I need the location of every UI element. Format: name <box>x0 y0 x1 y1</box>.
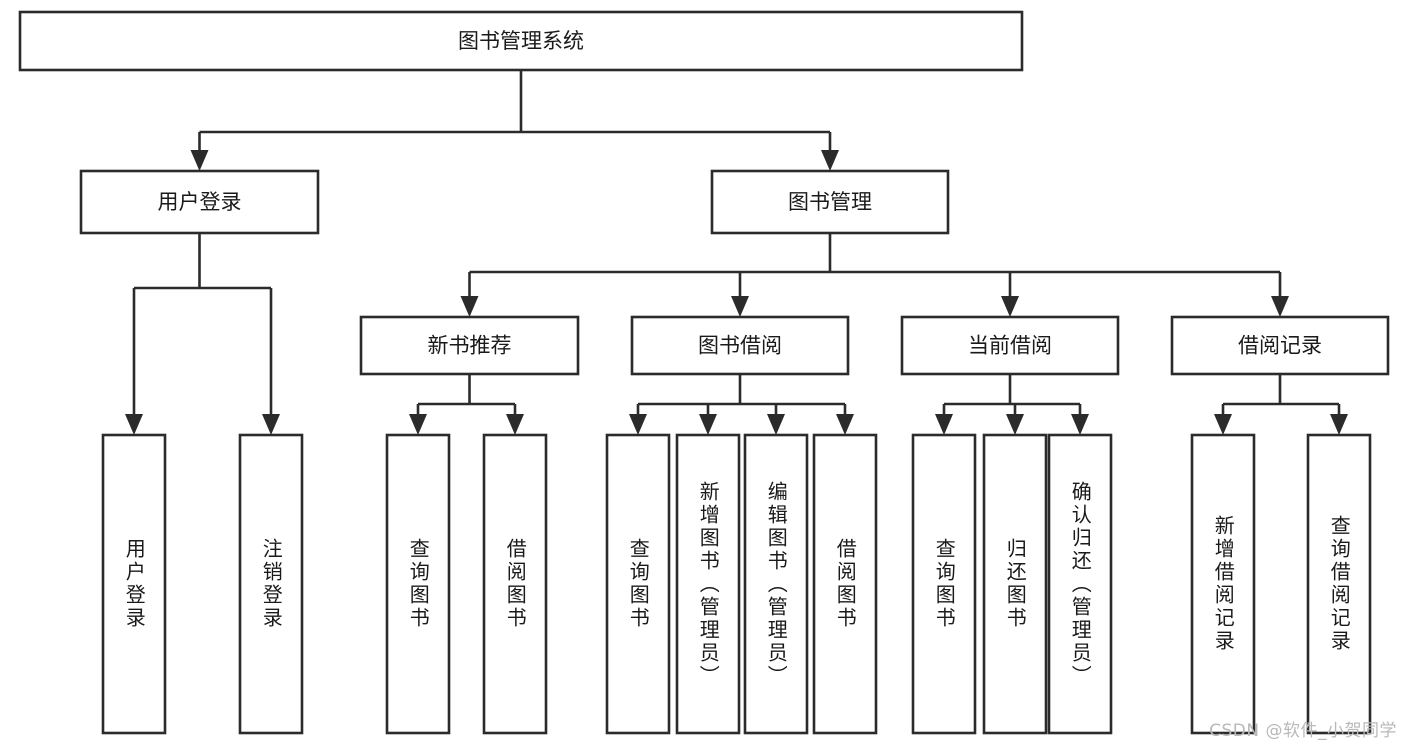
node-box-leaf-query-book-rec[interactable] <box>385 433 451 735</box>
node-box-root[interactable] <box>18 10 1024 72</box>
arrow-head <box>1271 296 1289 317</box>
node-label-book-borrow: 图书借阅 <box>698 334 782 358</box>
arrow-head <box>1006 414 1024 435</box>
arrow-head <box>1001 296 1019 317</box>
node-box-borrow-record[interactable] <box>1170 315 1390 376</box>
node-box-leaf-add-book[interactable] <box>675 433 741 735</box>
connector-book-borrow <box>629 374 854 435</box>
node-box-book-manage[interactable] <box>710 169 950 235</box>
arrow-head <box>1071 414 1089 435</box>
node-label-book-manage: 图书管理 <box>788 190 872 214</box>
node-box-leaf-query-book-bor[interactable] <box>605 433 671 735</box>
arrow-head <box>731 296 749 317</box>
node-box-current-borrow[interactable] <box>900 315 1120 376</box>
arrow-head <box>699 414 717 435</box>
node-box-layer <box>18 10 1390 735</box>
arrow-head <box>836 414 854 435</box>
arrow-head <box>935 414 953 435</box>
node-box-leaf-query-record[interactable] <box>1306 433 1372 735</box>
node-label-borrow-record: 借阅记录 <box>1238 334 1322 358</box>
node-box-leaf-borrow-book-bor[interactable] <box>812 433 878 735</box>
node-label-root: 图书管理系统 <box>458 29 584 53</box>
node-box-leaf-logout[interactable] <box>238 433 304 735</box>
arrow-head <box>506 414 524 435</box>
connector-new-book-rec <box>409 374 524 435</box>
connector-current-borrow <box>935 374 1089 435</box>
node-label-new-book-rec: 新书推荐 <box>428 334 512 358</box>
connector-user-login <box>125 233 280 435</box>
arrow-head <box>190 150 209 171</box>
arrow-head <box>262 414 280 435</box>
node-box-leaf-add-record[interactable] <box>1190 433 1256 735</box>
node-box-book-borrow[interactable] <box>630 315 850 376</box>
arrow-head <box>1330 414 1348 435</box>
csdn-watermark: CSDN @软件_小贺同学 <box>1209 721 1397 741</box>
node-label-user-login: 用户登录 <box>158 190 242 214</box>
node-box-leaf-edit-book[interactable] <box>743 433 809 735</box>
node-label-current-borrow: 当前借阅 <box>968 334 1052 358</box>
connector-layer <box>125 70 1348 435</box>
node-box-leaf-user-login[interactable] <box>101 433 167 735</box>
arrow-head <box>125 414 143 435</box>
arrow-head <box>821 150 839 171</box>
arrow-head <box>629 414 647 435</box>
arrow-head <box>767 414 785 435</box>
node-box-new-book-rec[interactable] <box>359 315 580 376</box>
connector-book-manage <box>460 233 1289 317</box>
connector-borrow-record <box>1214 374 1348 435</box>
node-box-user-login[interactable] <box>79 169 320 235</box>
node-box-leaf-confirm-return[interactable] <box>1047 433 1113 735</box>
arrow-head <box>1214 414 1232 435</box>
connector-root <box>190 70 839 171</box>
node-box-leaf-borrow-book-rec[interactable] <box>482 433 548 735</box>
node-box-leaf-query-book-cur[interactable] <box>911 433 977 735</box>
node-box-leaf-return-book[interactable] <box>982 433 1048 735</box>
arrow-head <box>460 296 479 317</box>
arrow-head <box>409 414 427 435</box>
